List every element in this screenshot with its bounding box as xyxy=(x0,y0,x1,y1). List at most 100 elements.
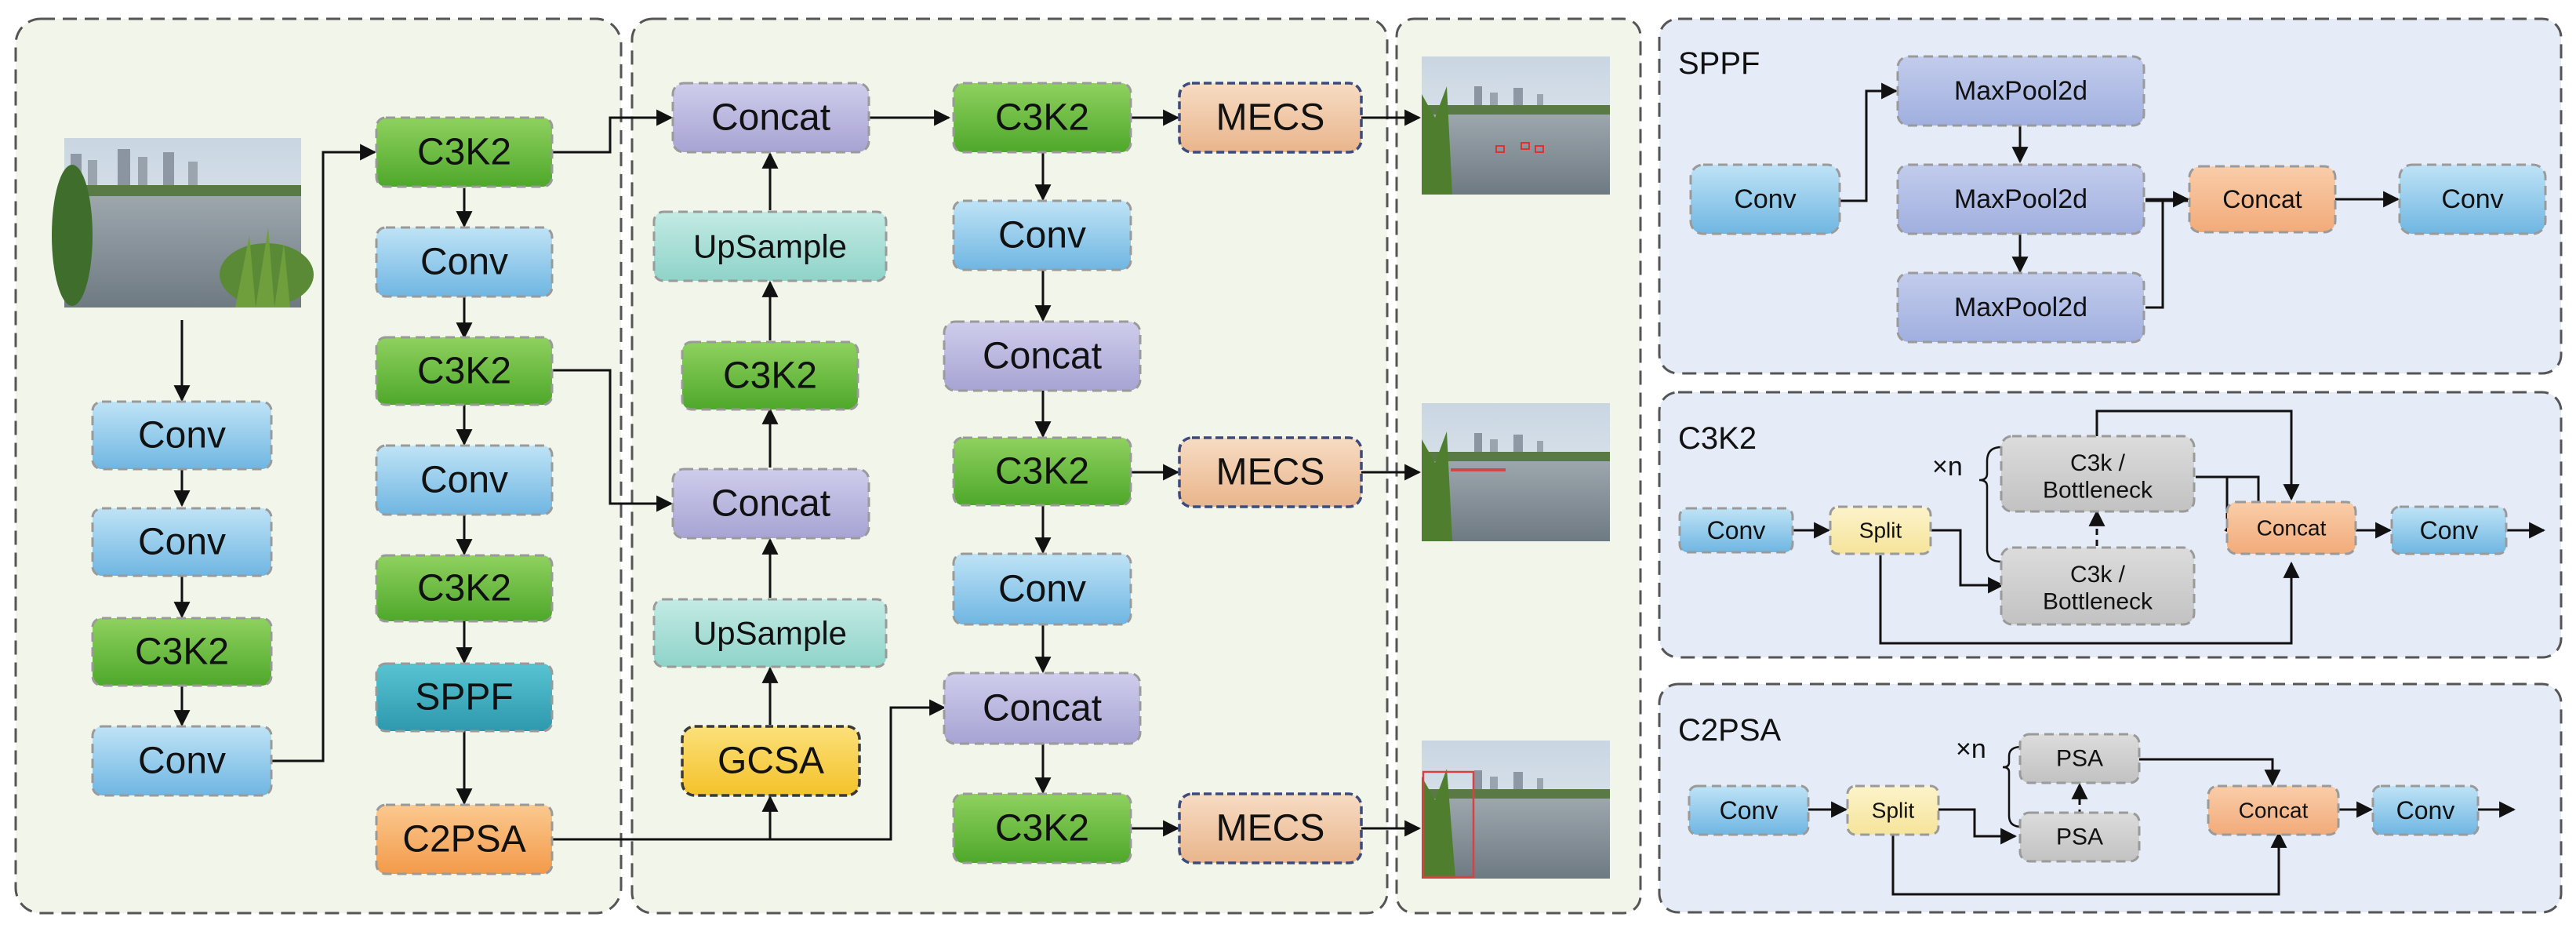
svg-text:Concat: Concat xyxy=(711,97,830,139)
svg-text:MECS: MECS xyxy=(1216,452,1325,493)
svg-text:Conv: Conv xyxy=(138,741,226,782)
svg-text:MaxPool2d: MaxPool2d xyxy=(1954,184,2087,214)
mecs-2: MECS xyxy=(1178,436,1363,508)
sppf-title: SPPF xyxy=(1678,46,1760,81)
svg-text:C3k /Bottleneck: C3k /Bottleneck xyxy=(2043,562,2153,615)
c3k2-brace xyxy=(1978,446,2002,563)
backbone-nodes: Conv Conv C3K2 Conv C3K2 Conv C3K2 Conv … xyxy=(91,116,554,875)
svg-text:MaxPool2d: MaxPool2d xyxy=(1954,293,2087,322)
backbone-conv-3: Conv xyxy=(91,725,273,797)
svg-text:MECS: MECS xyxy=(1216,97,1325,139)
c2psa-title: C2PSA xyxy=(1678,713,1781,748)
output-image-2 xyxy=(1422,403,1610,541)
backbone-conv-1: Conv xyxy=(91,400,273,471)
svg-text:C3K2: C3K2 xyxy=(995,97,1089,139)
repeat-annotations: ×n ×n xyxy=(1932,446,2022,828)
svg-text:Concat: Concat xyxy=(711,483,830,525)
svg-text:Conv: Conv xyxy=(2441,184,2503,214)
c2psa-split: Split xyxy=(1846,784,1940,836)
head-c3k2-1: C3K2 xyxy=(952,82,1132,154)
neck-concat-1: Concat xyxy=(671,82,870,154)
svg-text:Conv: Conv xyxy=(998,215,1086,257)
c3k2-panel xyxy=(1658,391,2563,659)
backbone-conv-5: Conv xyxy=(375,444,554,516)
c3k2-conv-out: Conv xyxy=(2390,505,2508,555)
head-c3k2-3: C3K2 xyxy=(952,792,1132,864)
svg-text:C3K2: C3K2 xyxy=(417,568,511,610)
c2psa-psa-bottom: PSA xyxy=(2018,811,2141,863)
svg-text:Concat: Concat xyxy=(2257,516,2327,540)
backbone-c3k2-1: C3K2 xyxy=(91,617,273,687)
svg-text:C3K2: C3K2 xyxy=(723,355,817,397)
neck-upsample-2: UpSample xyxy=(652,598,888,668)
head-concat-1: Concat xyxy=(943,320,1142,392)
c3k2-title: C3K2 xyxy=(1678,421,1757,456)
svg-text:PSA: PSA xyxy=(2056,824,2103,850)
svg-text:C3K2: C3K2 xyxy=(995,451,1089,493)
c2psa-nodes: Conv Split PSA PSA Concat Conv xyxy=(1688,733,2480,863)
svg-text:Conv: Conv xyxy=(2420,516,2479,544)
backbone-sppf: SPPF xyxy=(375,662,554,733)
input-image xyxy=(52,138,314,308)
neck-upsample-1: UpSample xyxy=(652,210,888,282)
output-image-3 xyxy=(1422,741,1610,879)
backbone-conv-2: Conv xyxy=(91,507,273,577)
sppf-conv-out: Conv xyxy=(2398,163,2547,235)
svg-text:C3K2: C3K2 xyxy=(417,132,511,173)
c3k2-conv-in: Conv xyxy=(1678,507,1794,554)
head-concat-2: Concat xyxy=(943,671,1142,745)
svg-text:Concat: Concat xyxy=(2239,799,2309,823)
c3k2-concat: Concat xyxy=(2225,500,2357,555)
svg-text:Conv: Conv xyxy=(420,460,508,501)
backbone-c2psa: C2PSA xyxy=(375,803,554,875)
svg-text:Conv: Conv xyxy=(1734,184,1796,214)
c3k2-bottleneck-bottom: C3k /Bottleneck xyxy=(2000,546,2196,626)
svg-text:GCSA: GCSA xyxy=(718,741,824,782)
svg-text:SPPF: SPPF xyxy=(415,677,513,719)
svg-text:Concat: Concat xyxy=(983,688,1102,730)
svg-text:C3K2: C3K2 xyxy=(995,808,1089,850)
svg-text:C2PSA: C2PSA xyxy=(402,819,525,861)
mecs-1: MECS xyxy=(1178,82,1363,154)
c2psa-panel xyxy=(1658,682,2563,914)
neck-gcsa: GCSA xyxy=(681,725,861,797)
c2psa-conv-out: Conv xyxy=(2371,784,2480,836)
head-conv-1: Conv xyxy=(952,199,1132,271)
svg-text:Conv: Conv xyxy=(420,242,508,283)
svg-text:UpSample: UpSample xyxy=(693,615,847,652)
head-conv-2: Conv xyxy=(952,552,1132,626)
backbone-c3k2-4: C3K2 xyxy=(375,554,554,623)
svg-text:Split: Split xyxy=(1859,519,1902,543)
c2psa-brace xyxy=(2002,745,2022,828)
backbone-c3k2-3: C3K2 xyxy=(375,336,554,406)
backbone-c3k2-2: C3K2 xyxy=(375,116,554,188)
sppf-maxpool-2: MaxPool2d xyxy=(1896,163,2145,235)
svg-text:MECS: MECS xyxy=(1216,808,1325,850)
neck-concat-2: Concat xyxy=(671,468,870,540)
svg-text:Conv: Conv xyxy=(998,569,1086,610)
sppf-nodes: Conv MaxPool2d MaxPool2d MaxPool2d Conca… xyxy=(1689,55,2547,344)
svg-text:Conv: Conv xyxy=(138,522,226,563)
svg-text:Conv: Conv xyxy=(1707,516,1766,544)
c3k2-bottleneck-top: C3k /Bottleneck xyxy=(2000,435,2196,513)
svg-text:Conv: Conv xyxy=(2396,796,2455,824)
sppf-maxpool-1: MaxPool2d xyxy=(1896,55,2145,127)
svg-text:UpSample: UpSample xyxy=(693,228,847,265)
svg-text:Split: Split xyxy=(1872,799,1915,823)
output-image-1 xyxy=(1422,56,1610,195)
head-c3k2-2: C3K2 xyxy=(952,436,1132,507)
svg-text:C3k /Bottleneck: C3k /Bottleneck xyxy=(2043,450,2153,504)
svg-text:C3K2: C3K2 xyxy=(135,631,229,673)
neck-c3k2: C3K2 xyxy=(681,340,859,411)
svg-text:Concat: Concat xyxy=(2222,185,2302,213)
svg-text:Concat: Concat xyxy=(983,336,1102,377)
sppf-maxpool-3: MaxPool2d xyxy=(1896,271,2145,344)
edges xyxy=(173,82,2546,896)
neck-nodes: Concat UpSample C3K2 Concat UpSample GCS… xyxy=(652,82,1363,864)
backbone-conv-4: Conv xyxy=(375,226,554,298)
c3k2-nodes: Conv Split C3k /Bottleneck C3k /Bottlene… xyxy=(1678,435,2508,626)
c2psa-conv-in: Conv xyxy=(1688,784,1810,836)
c2psa-repeat-label: ×n xyxy=(1956,734,1986,764)
svg-text:PSA: PSA xyxy=(2056,746,2103,772)
